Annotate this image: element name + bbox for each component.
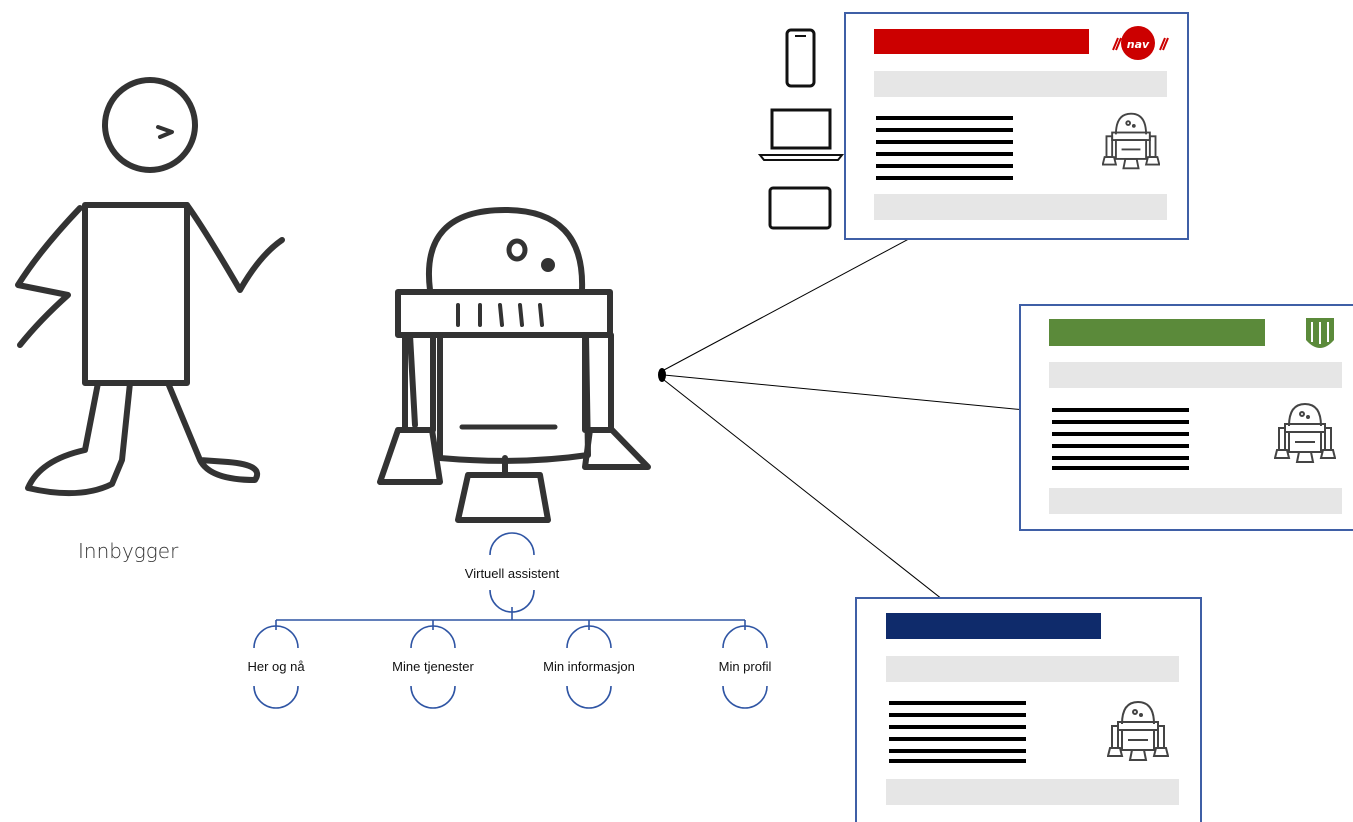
blue-site-card [855, 597, 1202, 822]
virtual-assistant-robot [377, 207, 651, 523]
hierarchy-child-label: Min informasjon [543, 659, 635, 674]
person-body [82, 202, 190, 386]
hierarchy-child-label: Min profil [718, 659, 772, 674]
nav-site-header-bar [874, 29, 1089, 54]
green-site-card [1019, 304, 1353, 531]
blue-site-header-bar [886, 613, 1101, 639]
person-figure [15, 77, 285, 497]
hierarchy-root-label: Virtuell assistent [464, 566, 560, 581]
laptop-icon [757, 108, 845, 161]
person-label: Innbygger [78, 539, 179, 563]
tablet-icon [768, 186, 832, 230]
hierarchy-child-label: Mine tjenester [392, 659, 474, 674]
nav-logo-icon: nav [1112, 26, 1169, 60]
phone-icon [785, 28, 816, 88]
coat-of-arms-icon [1306, 318, 1334, 348]
hierarchy-child-label: Her og nå [247, 659, 305, 674]
nav-logo-text: nav [1127, 38, 1150, 51]
green-site-header-bar [1049, 319, 1265, 346]
person-head [102, 77, 198, 173]
hierarchy-connectors [253, 532, 768, 709]
nav-site-card: nav [844, 12, 1189, 240]
hub-node [658, 368, 666, 382]
